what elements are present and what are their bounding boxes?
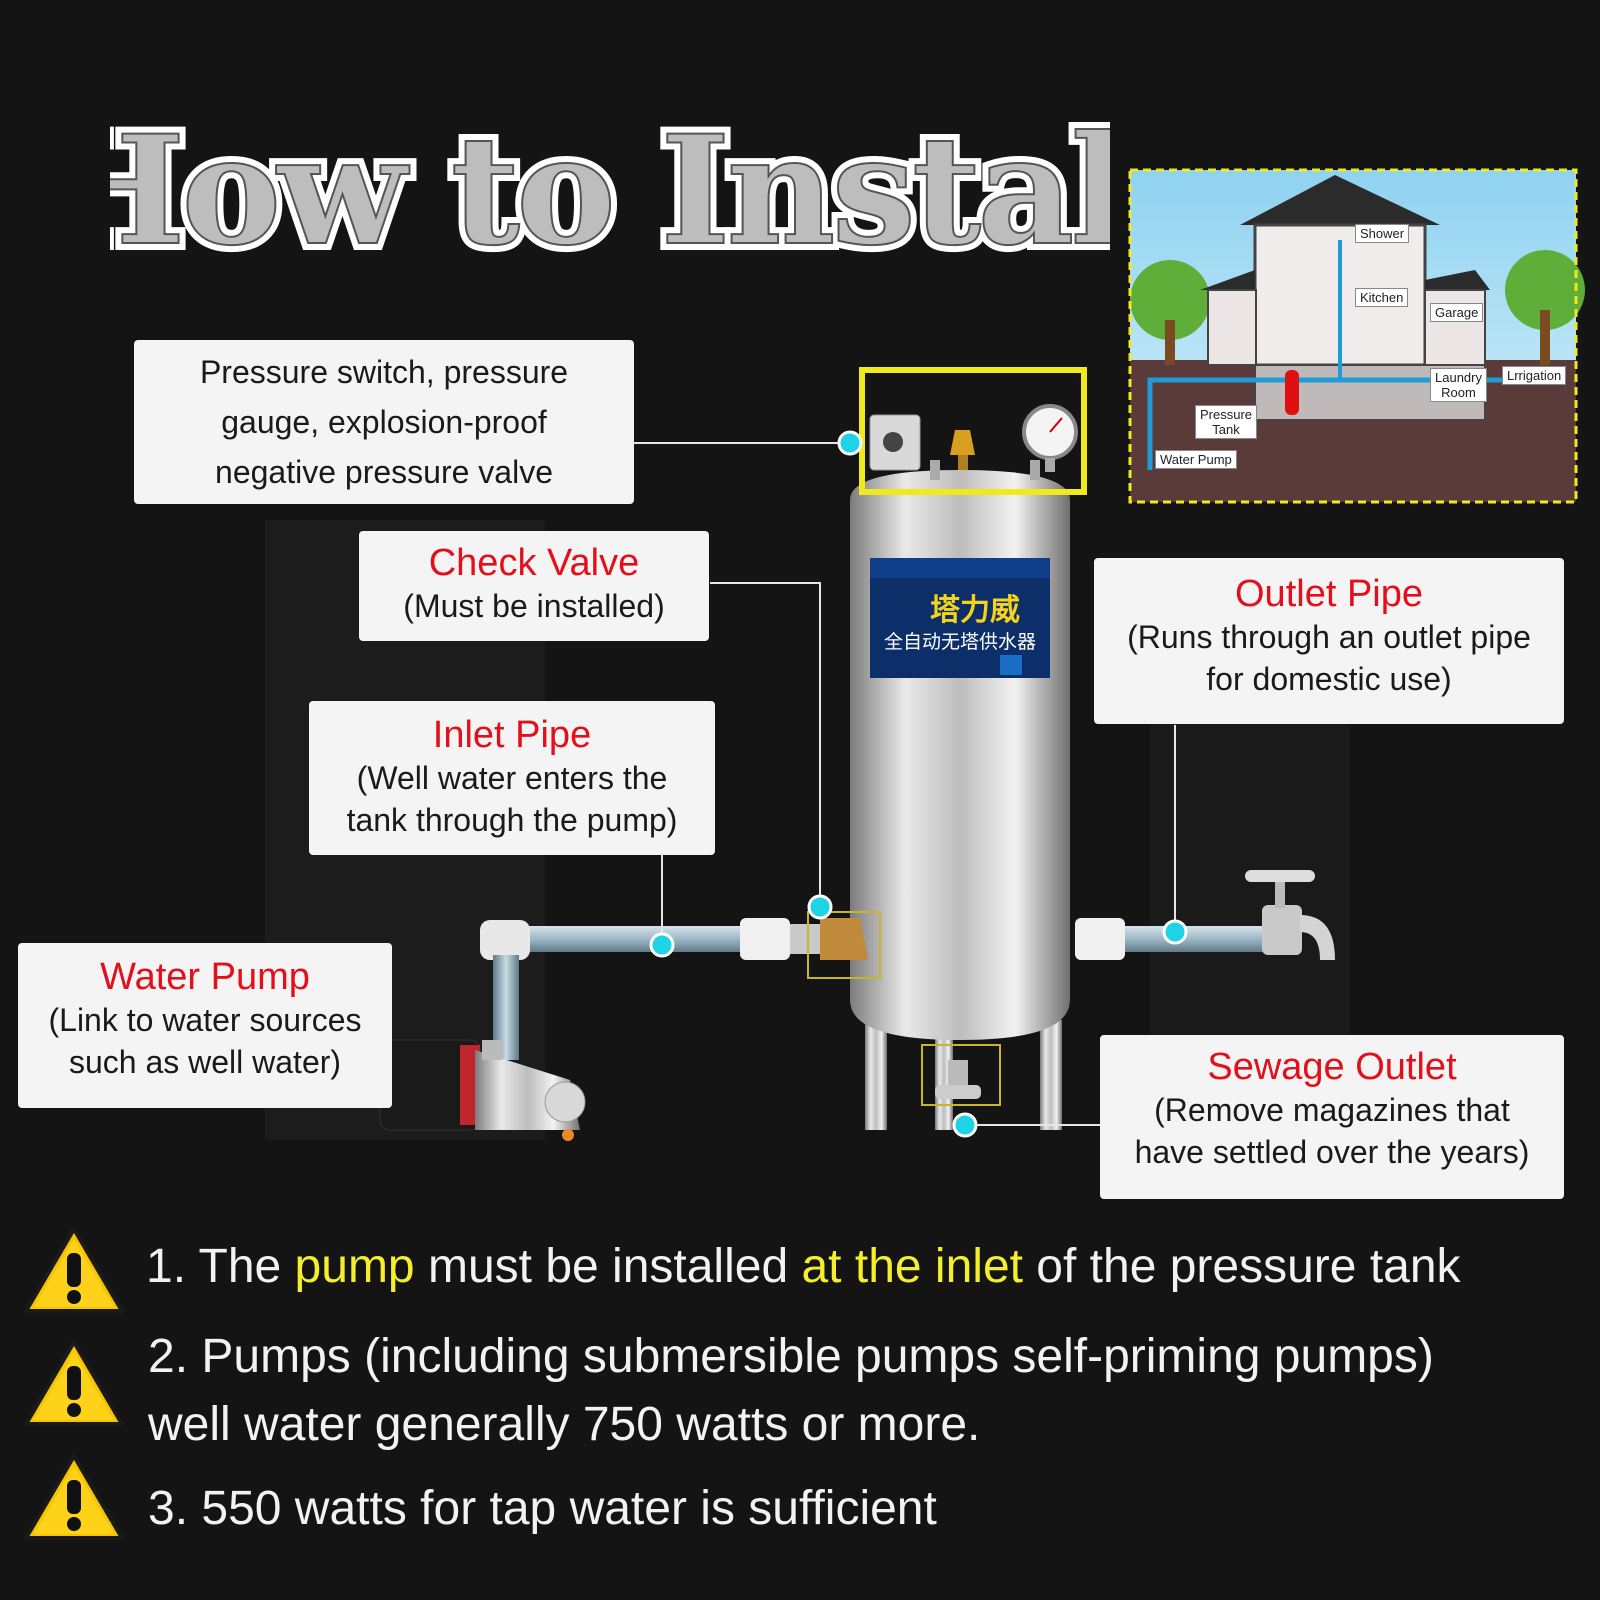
house-label-pressure-tank: Pressure Tank [1195, 405, 1258, 439]
callout-pressure-switch-line-3: negative pressure valve [215, 454, 553, 490]
callout-sewage-outlet-sub-1: (Remove magazines that [1154, 1092, 1510, 1128]
house-label-kitchen: Kitchen [1355, 288, 1409, 307]
note-3: 3. 550 watts for tap water is sufficient [148, 1482, 937, 1535]
note-1-inlet: at the inlet [801, 1240, 1023, 1293]
callout-check-valve: Check Valve (Must be installed) [359, 531, 709, 641]
house-inset [1128, 168, 1585, 504]
sewage-valve [921, 1044, 1001, 1106]
tank-product: 全自动无塔供水器 [884, 631, 1036, 653]
callout-sewage-outlet-sub-2: have settled over the years) [1134, 1134, 1530, 1170]
faucet-icon [1245, 870, 1335, 960]
callout-inlet-pipe-sub-1: (Well water enters the [356, 760, 668, 796]
page-title-shade: How to Install [110, 103, 1110, 279]
callout-sewage-outlet-title: Sewage Outlet [1207, 1046, 1457, 1088]
page-title-text: How to Install [110, 103, 1110, 279]
connector-dots [649, 430, 1188, 1138]
warning-icon [24, 1340, 124, 1426]
pump-icon [379, 1039, 586, 1141]
note-2-line-1: 2. Pumps (including submersible pumps se… [148, 1330, 1434, 1383]
callout-check-valve-title: Check Valve [428, 542, 640, 584]
note-1-e: of the pressure tank [1022, 1240, 1461, 1293]
note-1-pump: pump [294, 1240, 415, 1293]
house-label-shower: Shower [1355, 224, 1410, 243]
callout-outlet-pipe: Outlet Pipe (Runs through an outlet pipe… [1094, 558, 1564, 724]
note-2-line-2: well water generally 750 watts or more. [148, 1398, 981, 1451]
callout-outlet-pipe-sub-1: (Runs through an outlet pipe [1127, 619, 1531, 655]
note-1-c: must be installed [414, 1240, 802, 1293]
callout-water-pump-title: Water Pump [100, 956, 310, 998]
note-1-a: 1. The [146, 1240, 295, 1293]
callout-inlet-pipe-sub-2: tank through the pump) [346, 802, 678, 838]
callout-check-valve-sub: (Must be installed) [403, 588, 665, 624]
callout-inlet-pipe-title: Inlet Pipe [432, 714, 592, 756]
note-1: 1. The pump must be installed at the inl… [146, 1236, 1461, 1298]
callout-pressure-switch: Pressure switch, pressure gauge, explosi… [134, 340, 634, 504]
house-label-laundry-1: Laundry [1435, 370, 1482, 385]
callout-water-pump-sub-2: such as well water) [68, 1044, 342, 1080]
house-label-laundry: Laundry Room [1430, 368, 1487, 402]
callout-water-pump: Water Pump (Link to water sources such a… [18, 943, 392, 1108]
house-label-garage: Garage [1430, 303, 1484, 322]
house-label-water-pump: Water Pump [1155, 450, 1237, 469]
callout-outlet-pipe-sub-2: for domestic use) [1206, 661, 1452, 697]
house-label-pressure-tank-2: Tank [1212, 422, 1240, 437]
callout-outlet-pipe-title: Outlet Pipe [1235, 573, 1423, 615]
warning-icon [24, 1227, 124, 1313]
outlet-pipe [1075, 870, 1335, 960]
callout-pressure-switch-line-2: gauge, explosion-proof [221, 404, 547, 440]
callout-water-pump-sub-1: (Link to water sources [48, 1002, 362, 1038]
tank-brand: 塔力威 [930, 593, 1020, 628]
warning-icon [24, 1454, 124, 1540]
pressure-gauge-icon [1022, 404, 1078, 472]
house-label-pressure-tank-1: Pressure [1200, 407, 1253, 422]
inlet-pipe [480, 911, 881, 1060]
connector-lines [634, 442, 1176, 1126]
house-label-irrigation: Lrrigation [1502, 366, 1567, 385]
callout-pressure-switch-line-1: Pressure switch, pressure [199, 354, 569, 390]
pressure-tank: 塔力威 全自动无塔供水器 [850, 470, 1070, 1130]
page-title: How to Install How to Install [110, 96, 1110, 285]
callout-inlet-pipe: Inlet Pipe (Well water enters the tank t… [309, 701, 715, 855]
house-label-laundry-2: Room [1441, 385, 1476, 400]
top-fittings [859, 367, 1087, 495]
callout-sewage-outlet: Sewage Outlet (Remove magazines that hav… [1100, 1035, 1564, 1199]
